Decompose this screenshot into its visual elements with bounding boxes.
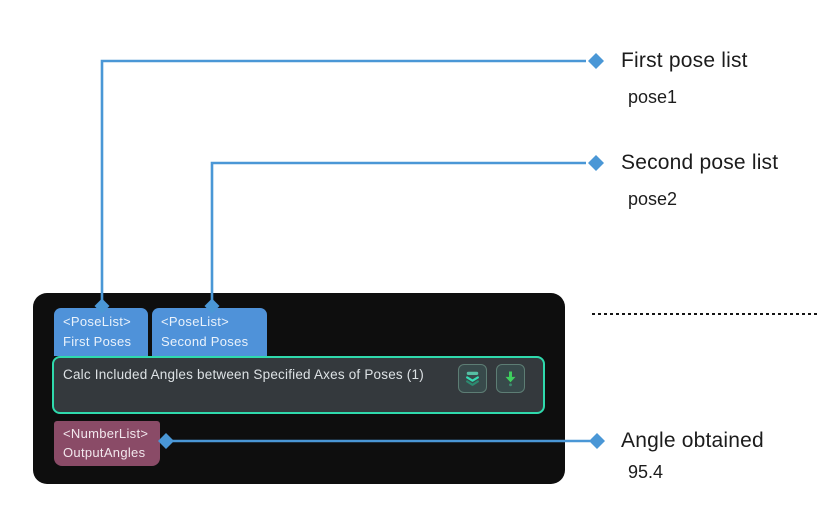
output-port-angles[interactable]: <NumberList> OutputAngles [54, 421, 160, 466]
expand-parameters-button[interactable] [458, 364, 487, 393]
callout-line-first-pose [100, 59, 586, 304]
annotation-value: pose2 [628, 189, 678, 209]
callout-line-second-pose [210, 161, 586, 304]
double-chevron-down-icon [464, 370, 481, 387]
annotation-label: Angle obtained [621, 429, 764, 452]
port-name-label: OutputAngles [63, 445, 146, 460]
input-port-first-poses[interactable]: <PoseList> First Poses [54, 308, 148, 356]
annotation-value: pose1 [628, 87, 678, 107]
annotation-label: Second pose list [621, 151, 779, 174]
node-title: Calc Included Angles between Specified A… [63, 367, 424, 382]
port-name-label: Second Poses [161, 333, 249, 349]
callout-diamond-second-pose-end [588, 155, 604, 171]
annotation-angle-obtained: Angle obtained 95.4 [621, 429, 764, 483]
annotation-first-pose-list: First pose list pose1 [621, 49, 748, 108]
annotation-value: 95.4 [628, 462, 664, 482]
port-name-label: First Poses [63, 333, 132, 349]
node-body[interactable]: Calc Included Angles between Specified A… [52, 356, 545, 414]
port-type-label: <NumberList> [63, 425, 149, 441]
annotation-label: First pose list [621, 49, 748, 72]
node-buttons [458, 364, 525, 393]
node-panel: <PoseList> First Poses <PoseList> Second… [33, 293, 565, 484]
down-arrow-with-dot-icon [502, 370, 519, 387]
callout-diamond-angle-end [589, 433, 605, 449]
annotation-second-pose-list: Second pose list pose2 [621, 151, 778, 210]
dotted-divider [592, 313, 819, 315]
input-port-second-poses[interactable]: <PoseList> Second Poses [152, 308, 267, 356]
callout-diamond-first-pose-end [588, 53, 604, 69]
port-type-label: <PoseList> [161, 314, 230, 330]
insert-output-button[interactable] [496, 364, 525, 393]
port-type-label: <PoseList> [63, 314, 132, 330]
